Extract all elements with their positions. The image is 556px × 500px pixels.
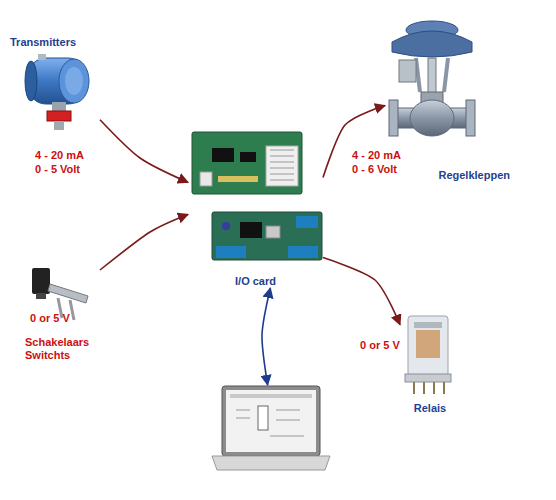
device-label: Relais <box>414 402 446 415</box>
signal-arrow <box>323 258 400 325</box>
signal-arrow <box>100 214 188 270</box>
signal-arrow <box>262 288 270 385</box>
laptop-image <box>212 386 330 470</box>
signal-label: 0 or 5 V <box>30 311 100 325</box>
signal-arrow <box>100 120 188 183</box>
relay-image <box>405 316 451 394</box>
signal-label: 0 or 5 V <box>360 338 430 352</box>
device-label: I/O card <box>235 275 276 288</box>
signal-label: 4 - 20 mA 0 - 6 Volt <box>352 148 406 176</box>
device-node <box>215 385 327 477</box>
device-label: Schakelaars Switchts <box>25 336 100 362</box>
device-label: Regelkleppen <box>438 169 510 182</box>
device-node: Transmitters <box>10 36 100 128</box>
io-card-image <box>192 132 322 260</box>
valve-image <box>389 21 475 136</box>
device-node: Relais <box>400 310 460 415</box>
device-node: I/O card <box>188 128 323 288</box>
signal-label: 4 - 20 mA 0 - 5 Volt <box>35 148 89 176</box>
device-node: Regelkleppen <box>385 12 510 182</box>
transmitter-image <box>25 54 89 130</box>
device-label: Transmitters <box>10 36 76 49</box>
